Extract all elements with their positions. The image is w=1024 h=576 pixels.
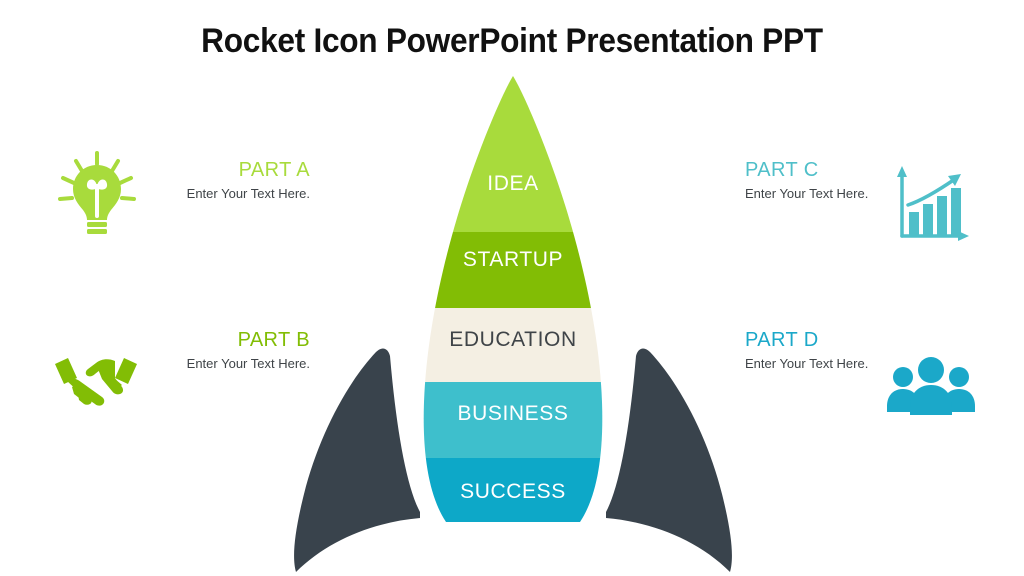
segment-label-business: BUSINESS [457,402,569,425]
part-block-b: PART B Enter Your Text Here. [150,329,310,372]
rocket-fin-right [606,348,732,572]
part-b-description: Enter Your Text Here. [186,356,310,371]
part-d-description: Enter Your Text Here. [745,356,869,371]
part-block-c: PART C Enter Your Text Here. [745,159,905,202]
page-title: Rocket Icon PowerPoint Presentation PPT [201,22,823,60]
segment-success [423,458,603,522]
segment-startup [423,232,603,308]
segment-idea [423,76,603,232]
part-a-title: PART A [238,159,310,181]
part-a-description: Enter Your Text Here. [186,186,310,201]
part-b-title: PART B [237,329,310,351]
people-group-icon [885,355,977,417]
bar-chart-growth-icon [893,158,973,242]
segment-label-idea: IDEA [487,172,539,195]
segment-label-startup: STARTUP [462,248,564,271]
lightbulb-icon [57,150,137,238]
part-d-title: PART D [745,329,819,351]
part-c-description: Enter Your Text Here. [745,186,869,201]
part-block-d: PART D Enter Your Text Here. [745,329,905,372]
part-c-title: PART C [745,159,819,181]
part-block-a: PART A Enter Your Text Here. [150,159,310,202]
segment-business [423,382,603,458]
segment-label-success: SUCCESS [460,480,566,503]
rocket-fin-left [294,348,420,572]
segment-label-education: EDUCATION [449,328,577,351]
handshake-icon [52,345,140,407]
rocket-diagram [288,66,738,576]
segment-education [423,308,603,382]
